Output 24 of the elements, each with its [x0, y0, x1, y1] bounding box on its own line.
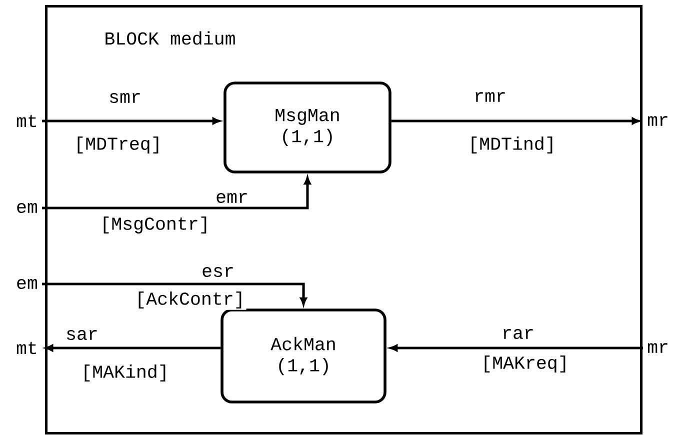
gate-label: mt — [16, 114, 36, 128]
gate-label: mr — [648, 343, 668, 353]
edge-label: rmr — [476, 92, 505, 102]
edge-label: smr — [110, 93, 140, 103]
gate-label: mt — [16, 342, 36, 354]
arrow — [42, 282, 307, 306]
signal-list: [MAKreq] — [484, 355, 566, 373]
edge-label: sar — [67, 330, 97, 340]
edge-label: rar — [504, 329, 533, 339]
signal-list: [MDTind] — [472, 136, 552, 154]
process-box: AckMan (1,1) — [220, 308, 386, 404]
gate-label: em — [17, 203, 37, 213]
signal-list: [MDTreq] — [78, 136, 158, 154]
signal-list: [MsgContr] — [104, 216, 206, 234]
gate-label: em — [17, 279, 37, 289]
arrow — [42, 176, 311, 210]
signal-list: [AckContr] — [138, 291, 242, 309]
process-box: MsgMan (1,1) — [224, 82, 392, 174]
edge-label: emr — [216, 193, 247, 203]
arrow — [390, 344, 643, 352]
edge-label: esr — [202, 267, 233, 277]
signal-list: [MAKind] — [84, 364, 166, 382]
arrow — [42, 118, 220, 124]
gate-label: mr — [648, 116, 668, 126]
